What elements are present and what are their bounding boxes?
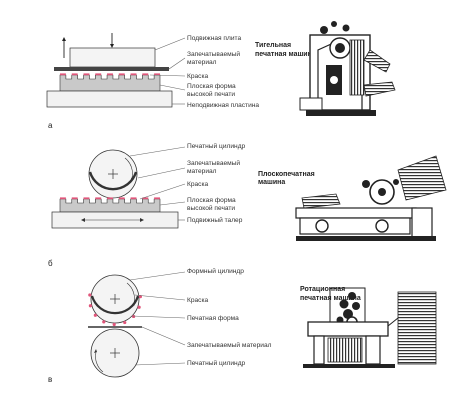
ink-dot	[93, 313, 97, 317]
label-table-b: Подвижный талер	[187, 216, 243, 224]
ink-dot	[102, 320, 106, 324]
label-ink-c: Краска	[187, 297, 209, 304]
ink-dot	[131, 314, 136, 319]
panel-letter-b: б	[48, 259, 53, 268]
label-moving-plate: Подвижная плита	[187, 35, 241, 42]
ink-dot	[123, 320, 127, 325]
ink-dab	[60, 197, 66, 200]
label-cylinder-b: Печатный цилиндр	[187, 142, 246, 150]
ink-dab	[130, 197, 137, 200]
ink-dab	[142, 73, 149, 76]
relief-form-body	[59, 74, 161, 92]
platen-press-machine	[299, 21, 396, 116]
ink-dab	[95, 197, 102, 200]
rotary-press-machine	[303, 287, 437, 368]
ink-dab	[118, 197, 125, 200]
ink-dab	[60, 73, 66, 76]
fixed-plate	[46, 90, 173, 108]
flatbed-press-machine	[295, 155, 447, 241]
ink-dab	[142, 197, 149, 200]
flat-relief-form-b	[59, 197, 161, 213]
ink-dot	[112, 322, 116, 327]
panel-letter-c: в	[48, 375, 52, 384]
ink-dab	[154, 197, 160, 200]
ink-dot	[88, 293, 92, 297]
ink-dab	[154, 73, 160, 76]
ink-dot	[88, 304, 93, 308]
ink-dab	[71, 73, 78, 76]
material-sheet	[54, 67, 169, 71]
ink-dab	[83, 73, 90, 76]
label-form-c: Печатная форма	[187, 315, 239, 322]
label-fixed-plate: Неподвижная пластина	[187, 102, 259, 109]
ink-dab	[130, 73, 137, 76]
label-ink-b: Краска	[187, 181, 209, 188]
label-ink-a: Краска	[187, 73, 209, 80]
ink-dab	[118, 73, 125, 76]
ink-dab	[107, 73, 113, 76]
ink-dots-c	[88, 293, 142, 327]
relief-form-body	[59, 198, 161, 213]
press-arrow-left-head	[62, 37, 66, 41]
label-form-cylinder: Формный цилиндр	[187, 267, 244, 275]
panel-letter-a: а	[48, 121, 53, 130]
flat-relief-form	[59, 73, 161, 92]
press-arrow-right-head	[110, 44, 114, 48]
ink-dab	[71, 197, 78, 200]
ink-dab	[83, 197, 90, 200]
ink-dab	[95, 73, 102, 76]
label-material-c: Запечатываемый материал	[187, 341, 272, 349]
moving-plate	[69, 47, 156, 68]
ink-dab	[107, 197, 113, 200]
ink-dot	[137, 305, 141, 309]
label-print-cylinder-c: Печатный цилиндр	[187, 359, 246, 367]
